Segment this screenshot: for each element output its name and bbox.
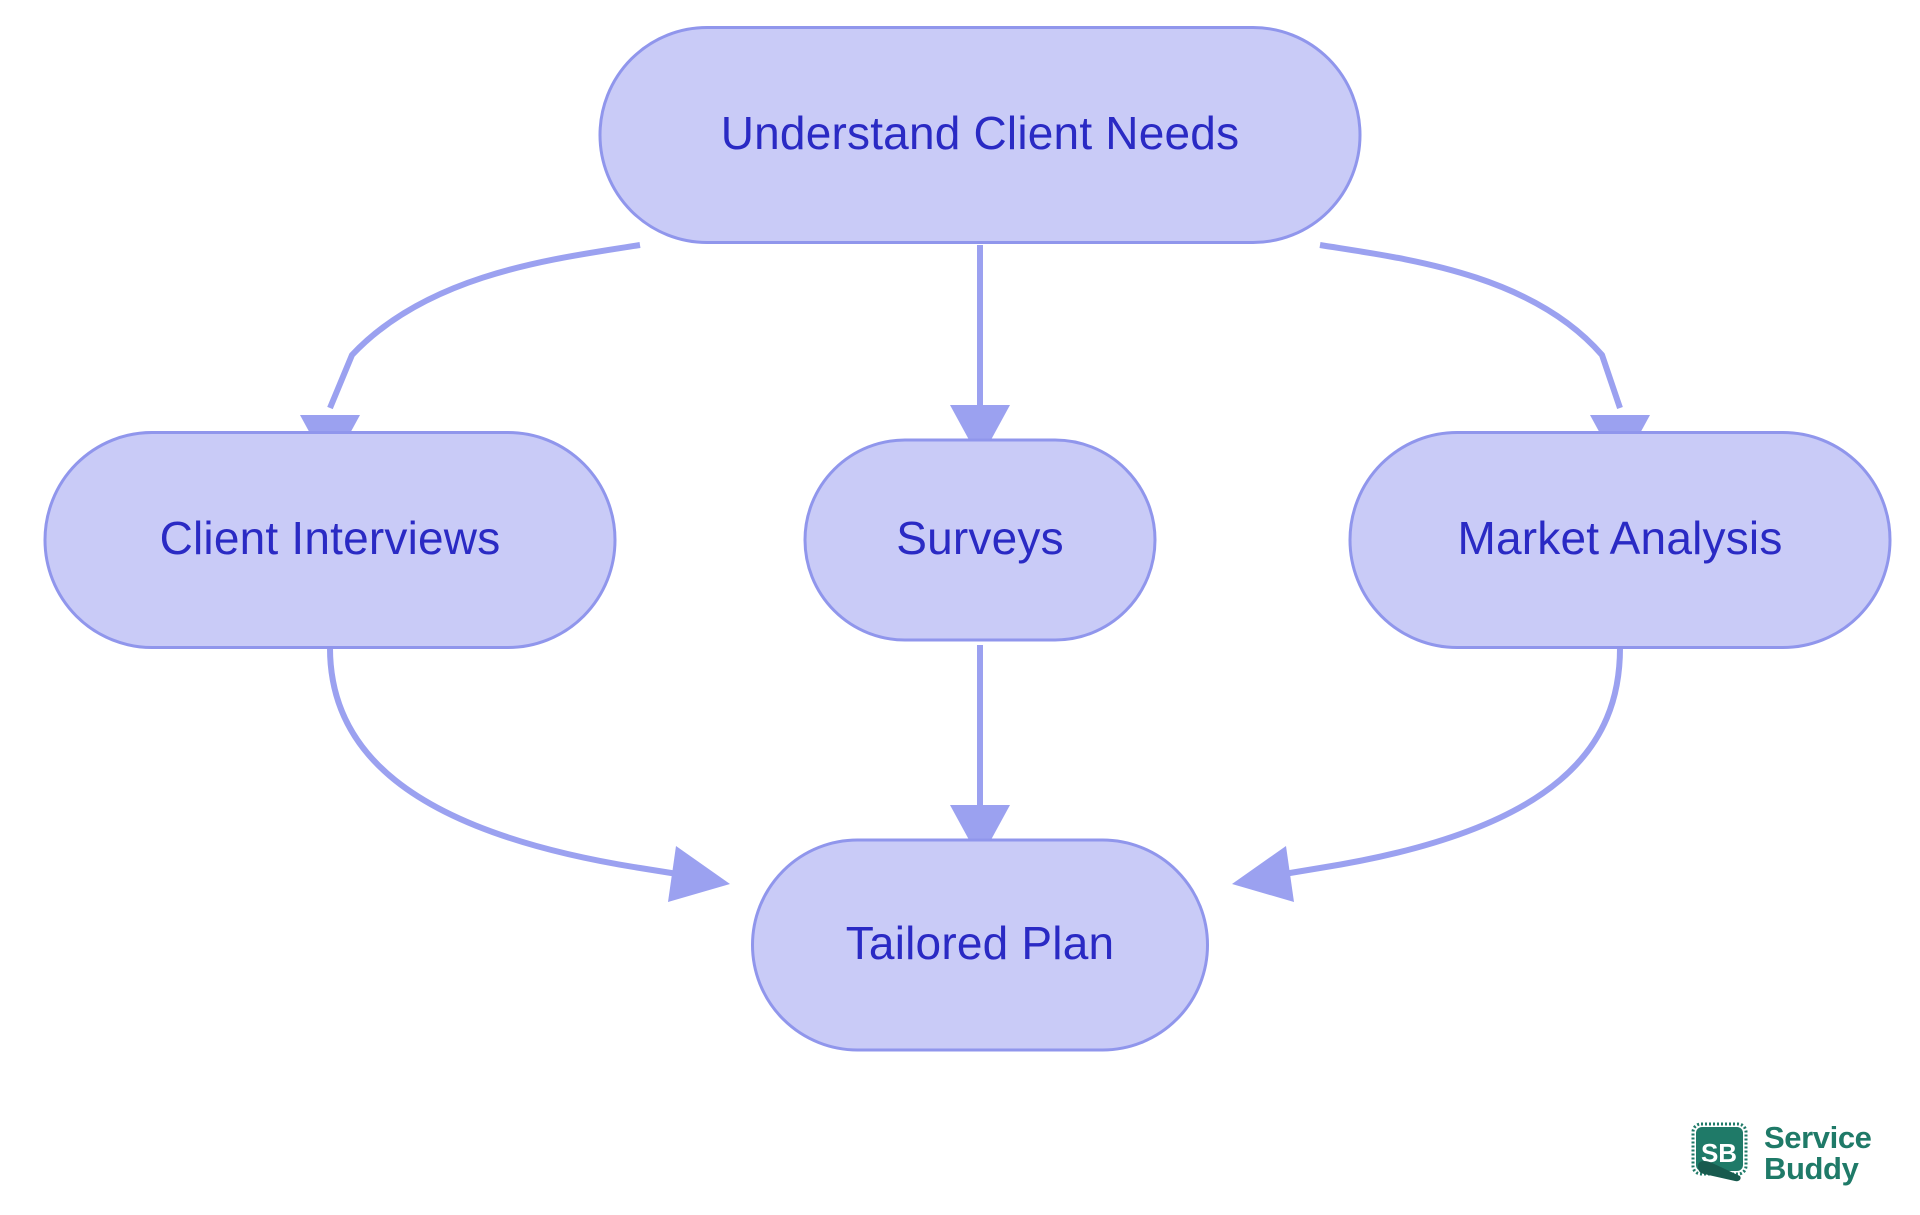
edge-line [327, 242, 641, 410]
node-shape[interactable] [598, 26, 1362, 244]
node-label: Surveys [896, 512, 1064, 564]
arrowhead-icon [668, 846, 730, 902]
mark-background [1696, 1127, 1743, 1171]
edge-line [327, 647, 691, 879]
node-client-interviews[interactable]: Client Interviews [43, 431, 617, 649]
arrowhead-icon [950, 405, 1010, 460]
sb-mark-icon: SB [1690, 1122, 1752, 1184]
service-buddy-logo: SB Service Buddy [1690, 1122, 1872, 1184]
arrowhead-icon [1232, 846, 1294, 902]
mark-accent-swoosh [1698, 1161, 1741, 1182]
node-understand-client-needs[interactable]: Understand Client Needs [598, 26, 1362, 244]
node-shape[interactable] [43, 431, 617, 649]
sb-mark-svg: SB [1691, 1122, 1748, 1182]
node-surveys[interactable]: Surveys [803, 438, 1157, 642]
arrowhead-icon [950, 805, 1010, 860]
edge-surveys-to-tailored-plan [950, 645, 1010, 860]
edge-line [1271, 647, 1623, 879]
node-shape[interactable] [803, 438, 1157, 642]
node-tailored-plan[interactable]: Tailored Plan [751, 838, 1209, 1052]
edge-client-interviews-to-tailored-plan [327, 647, 730, 902]
node-shape[interactable] [751, 838, 1209, 1052]
node-label: Tailored Plan [846, 917, 1115, 969]
brand-name-line1: Service [1764, 1120, 1872, 1155]
brand-name-line2: Buddy [1764, 1151, 1859, 1186]
node-shape[interactable] [1348, 431, 1892, 649]
node-label: Market Analysis [1457, 512, 1782, 564]
edge-market-analysis-to-tailored-plan [1232, 647, 1623, 902]
node-market-analysis[interactable]: Market Analysis [1348, 431, 1892, 649]
node-label: Client Interviews [160, 512, 501, 564]
node-label: Understand Client Needs [721, 107, 1240, 159]
brand-wordmark: Service Buddy [1764, 1122, 1872, 1184]
node-group: Understand Client Needs Client Interview… [43, 26, 1892, 1052]
edge-understand-to-surveys [950, 245, 1010, 460]
edge-line [1319, 242, 1623, 409]
